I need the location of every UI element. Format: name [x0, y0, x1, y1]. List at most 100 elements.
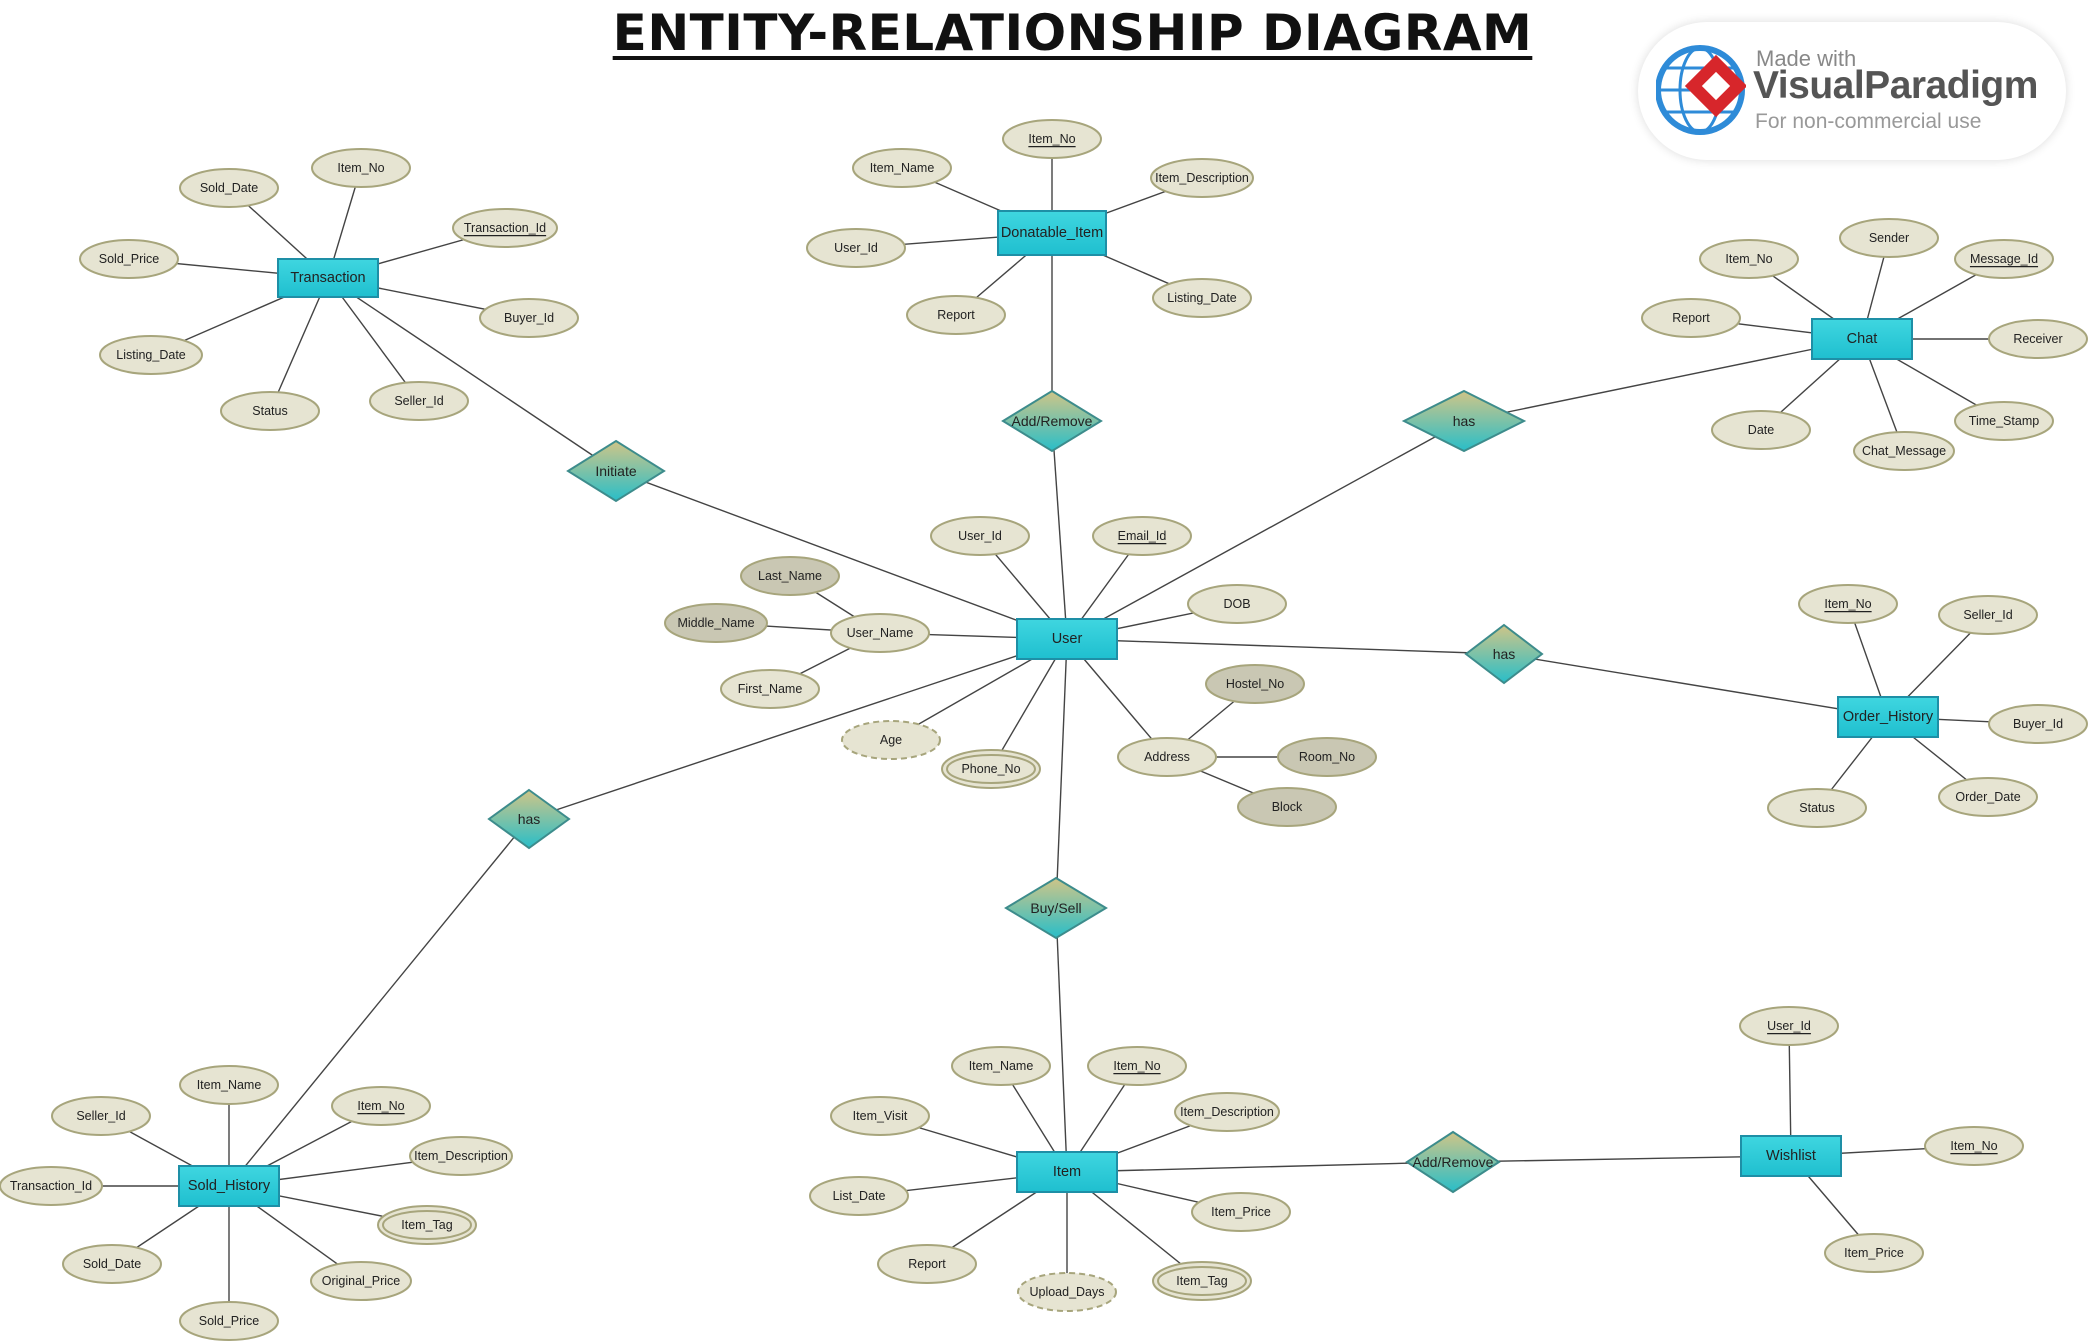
attribute-u-dob[interactable]: DOB [1187, 584, 1287, 624]
attribute-d-user-id[interactable]: User_Id [806, 228, 906, 268]
attribute-u-middle-name[interactable]: Middle_Name [664, 603, 768, 643]
attribute-o-item-no[interactable]: Item_No [1798, 584, 1898, 624]
attribute-ellipse [1152, 1261, 1252, 1301]
attribute-d-item-description[interactable]: Item_Description [1150, 158, 1254, 198]
attribute-d-listing-date[interactable]: Listing_Date [1152, 278, 1252, 318]
attribute-i-report[interactable]: Report [877, 1244, 977, 1284]
relationship-rel-add-remove-wish[interactable]: Add/Remove [1405, 1130, 1501, 1194]
attribute-o-buyer-id[interactable]: Buyer_Id [1988, 704, 2088, 744]
attribute-s-item-description[interactable]: Item_Description [409, 1136, 513, 1176]
attribute-i-item-no[interactable]: Item_No [1087, 1046, 1187, 1086]
entity-item[interactable]: Item [1016, 1151, 1118, 1193]
attribute-s-original-price[interactable]: Original_Price [310, 1261, 412, 1301]
attribute-t-buyer-id[interactable]: Buyer_Id [479, 298, 579, 338]
attribute-ellipse [941, 749, 1041, 789]
attribute-c-chat-message[interactable]: Chat_Message [1853, 431, 1955, 471]
attribute-u-user-id[interactable]: User_Id [930, 516, 1030, 556]
entity-user[interactable]: User [1016, 618, 1118, 660]
relationship-rel-has-order[interactable]: has [1464, 623, 1544, 685]
relationship-rel-initiate[interactable]: Initiate [566, 439, 666, 503]
attribute-ellipse [179, 1065, 279, 1105]
attribute-u-hostel-no[interactable]: Hostel_No [1205, 664, 1305, 704]
entity-box [178, 1165, 280, 1207]
attribute-u-room-no[interactable]: Room_No [1277, 737, 1377, 777]
attribute-ellipse [1117, 737, 1217, 777]
entity-box [1016, 1151, 1118, 1193]
attribute-s-item-no[interactable]: Item_No [331, 1086, 431, 1126]
relationship-line [615, 470, 1068, 640]
attribute-ellipse [1205, 664, 1305, 704]
attribute-ellipse [310, 1261, 412, 1301]
attribute-u-block[interactable]: Block [1237, 787, 1337, 827]
attribute-u-last-name[interactable]: Last_Name [740, 556, 840, 596]
attribute-d-item-name[interactable]: Item_Name [852, 148, 952, 188]
attribute-i-item-name[interactable]: Item_Name [951, 1046, 1051, 1086]
attribute-t-transaction-id[interactable]: Transaction_Id [452, 208, 558, 248]
attribute-ellipse [1954, 401, 2054, 441]
entity-transaction[interactable]: Transaction [277, 258, 379, 298]
entity-wishlist[interactable]: Wishlist [1740, 1135, 1842, 1177]
attribute-o-seller-id[interactable]: Seller_Id [1938, 595, 2038, 635]
attribute-ellipse [479, 298, 579, 338]
attribute-c-report[interactable]: Report [1641, 298, 1741, 338]
attribute-u-age[interactable]: Age [841, 720, 941, 760]
attribute-i-list-date[interactable]: List_Date [809, 1176, 909, 1216]
attribute-u-user-name[interactable]: User_Name [830, 613, 930, 653]
relationship-line [1066, 1161, 1454, 1173]
attribute-t-item-no[interactable]: Item_No [311, 148, 411, 188]
attribute-t-seller-id[interactable]: Seller_Id [369, 381, 469, 421]
attribute-u-phone-no[interactable]: Phone_No [941, 749, 1041, 789]
attribute-u-address[interactable]: Address [1117, 737, 1217, 777]
attribute-s-item-name[interactable]: Item_Name [179, 1065, 279, 1105]
attribute-c-date[interactable]: Date [1711, 410, 1811, 450]
attribute-i-upload-days[interactable]: Upload_Days [1017, 1272, 1117, 1312]
attribute-t-sold-date[interactable]: Sold_Date [179, 168, 279, 208]
attribute-c-item-no[interactable]: Item_No [1699, 239, 1799, 279]
attribute-i-item-visit[interactable]: Item_Visit [830, 1096, 930, 1136]
attribute-i-item-description[interactable]: Item_Description [1174, 1092, 1280, 1132]
relationship-diamond [487, 788, 571, 850]
watermark-made-with: Made with [1756, 46, 1857, 71]
attribute-s-sold-price[interactable]: Sold_Price [179, 1301, 279, 1341]
attribute-w-item-no[interactable]: Item_No [1924, 1126, 2024, 1166]
attribute-o-order-date[interactable]: Order_Date [1938, 777, 2038, 817]
attribute-c-time-stamp[interactable]: Time_Stamp [1954, 401, 2054, 441]
attribute-ellipse [51, 1096, 151, 1136]
attribute-c-sender[interactable]: Sender [1839, 218, 1939, 258]
attribute-ellipse [809, 1176, 909, 1216]
relationship-line [1051, 420, 1068, 640]
entity-order-history[interactable]: Order_History [1837, 696, 1939, 738]
attribute-i-item-tag[interactable]: Item_Tag [1152, 1261, 1252, 1301]
attribute-ellipse [1237, 787, 1337, 827]
attribute-ellipse [1938, 777, 2038, 817]
entity-chat[interactable]: Chat [1811, 318, 1913, 360]
attribute-w-item-price[interactable]: Item_Price [1824, 1233, 1924, 1273]
attribute-ellipse [1017, 1272, 1117, 1312]
relationship-rel-add-remove-donate[interactable]: Add/Remove [1001, 389, 1103, 453]
attribute-u-first-name[interactable]: First_Name [720, 669, 820, 709]
attribute-ellipse [720, 669, 820, 709]
attribute-ellipse [220, 391, 320, 431]
attribute-s-item-tag[interactable]: Item_Tag [377, 1205, 477, 1245]
attribute-line [327, 277, 420, 402]
attribute-s-seller-id[interactable]: Seller_Id [51, 1096, 151, 1136]
attribute-d-item-no[interactable]: Item_No [1002, 119, 1102, 159]
relationship-rel-has-chat[interactable]: has [1401, 389, 1527, 453]
attribute-c-message-id[interactable]: Message_Id [1954, 239, 2054, 279]
attribute-c-receiver[interactable]: Receiver [1988, 319, 2088, 359]
attribute-u-email-id[interactable]: Email_Id [1092, 516, 1192, 556]
attribute-s-transaction-id[interactable]: Transaction_Id [0, 1166, 103, 1206]
relationship-rel-buy-sell[interactable]: Buy/Sell [1004, 876, 1108, 940]
attribute-t-sold-price[interactable]: Sold_Price [79, 239, 179, 279]
attribute-i-item-price[interactable]: Item_Price [1191, 1192, 1291, 1232]
relationship-rel-has-sold[interactable]: has [487, 788, 571, 850]
attribute-w-user-id[interactable]: User_Id [1739, 1006, 1839, 1046]
entity-sold-history[interactable]: Sold_History [178, 1165, 280, 1207]
attribute-s-sold-date[interactable]: Sold_Date [62, 1244, 162, 1284]
attribute-o-status[interactable]: Status [1767, 788, 1867, 828]
attribute-t-status[interactable]: Status [220, 391, 320, 431]
attribute-t-listing-date[interactable]: Listing_Date [99, 335, 203, 375]
entity-donatable-item[interactable]: Donatable_Item [997, 210, 1107, 256]
relationship-diamond [1464, 623, 1544, 685]
attribute-d-report[interactable]: Report [906, 295, 1006, 335]
